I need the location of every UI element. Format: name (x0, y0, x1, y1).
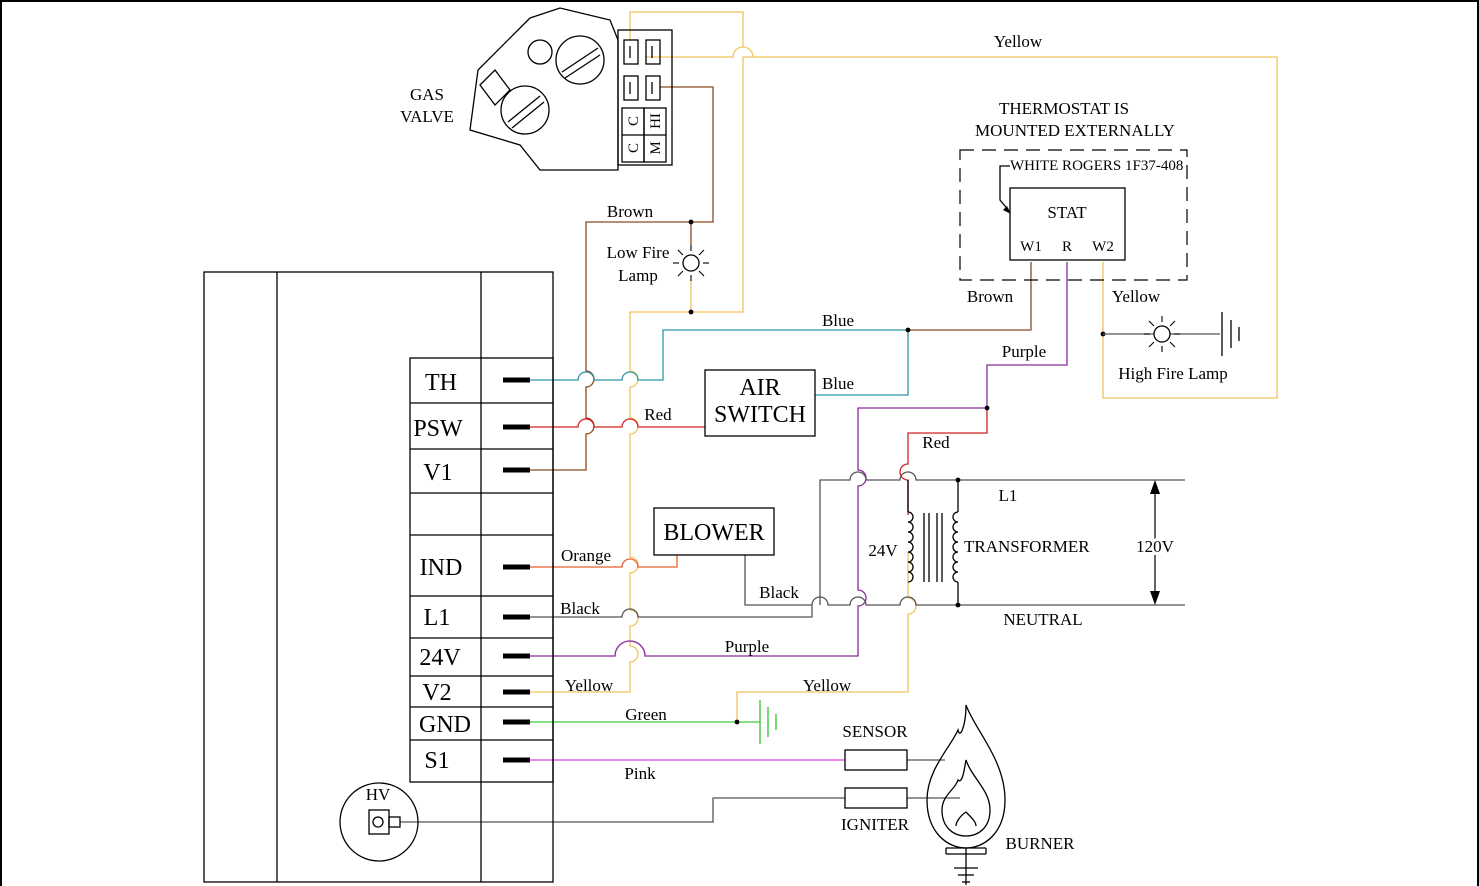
yellow-wire-top (629, 11, 1278, 399)
red-wire-transformer (899, 408, 988, 515)
valve-terminal-c2: C (626, 116, 642, 126)
wire-label-brown-valve: Brown (607, 202, 654, 221)
low-fire-lamp-label-2: Lamp (618, 266, 658, 285)
thermostat-model: WHITE ROGERS 1F37-408 (1010, 158, 1183, 174)
wire-label-black-l1: Black (560, 599, 600, 618)
wire-label-yellow-transformer: Yellow (803, 676, 852, 695)
neutral-label: NEUTRAL (1003, 610, 1082, 629)
high-fire-ground-icon (1221, 312, 1240, 356)
black-wire-l1 (530, 596, 958, 618)
high-fire-lamp-label: High Fire Lamp (1118, 364, 1228, 383)
stat-terminal-r: R (1062, 239, 1072, 255)
wire-label-purple-24v: Purple (725, 637, 769, 656)
line-l1-label: L1 (999, 486, 1018, 505)
yellow-wire-valve (645, 46, 754, 58)
brown-wire-v1 (530, 221, 691, 471)
purple-wire-stat (530, 262, 1068, 657)
terminal-psw: PSW (413, 416, 463, 442)
terminal-ind: IND (420, 555, 463, 581)
supply-voltage-label: 120V (1136, 537, 1175, 556)
low-fire-lamp-label-1: Low Fire (607, 243, 670, 262)
ground-icon (759, 700, 777, 744)
blue-wire-th (530, 329, 909, 396)
terminal-24v: 24V (419, 645, 461, 671)
igniter-label: IGNITER (841, 815, 910, 834)
valve-terminal-hi: HI (648, 113, 664, 129)
hv-label: HV (366, 785, 391, 804)
black-wire-blower (744, 555, 812, 606)
wire-label-red-transformer: Red (922, 433, 950, 452)
high-fire-lamp-icon (1144, 316, 1180, 352)
burner-label: BURNER (1006, 834, 1076, 853)
sensor-label: SENSOR (842, 722, 908, 741)
wire-label-purple-top: Purple (1002, 342, 1046, 361)
wire-label-red-psw: Red (644, 405, 672, 424)
wires (400, 11, 1278, 823)
thermostat-note-2: MOUNTED EXTERNALLY (975, 121, 1175, 140)
thermostat-enclosure (959, 149, 1188, 281)
burner-flame-icon (926, 704, 1006, 885)
low-fire-lamp-icon (673, 245, 709, 281)
terminal-s1: S1 (424, 748, 449, 774)
terminal-v1: V1 (423, 460, 452, 486)
stat-label: STAT (1047, 203, 1087, 222)
wire-label-yellow-stat: Yellow (1112, 287, 1161, 306)
transformer-24v-label: 24V (868, 541, 898, 560)
igniter-wire (400, 797, 845, 823)
stat-terminal-w2: W2 (1092, 239, 1114, 255)
stat-box (1009, 187, 1126, 261)
wire-label-blue-air: Blue (822, 374, 854, 393)
air-switch (704, 369, 816, 437)
wire-label-pink: Pink (624, 764, 656, 783)
terminal-l1: L1 (424, 605, 451, 631)
model-leader-arrow (1003, 206, 1011, 214)
hv-connector (339, 782, 419, 862)
terminal-spades (503, 377, 530, 763)
yellow-wire-lamp (690, 57, 744, 313)
red-wire-psw (530, 418, 705, 428)
black-wire-line (819, 471, 1185, 605)
brown-wire-stat (908, 262, 1032, 331)
yellow-wire-bus (530, 311, 691, 693)
valve-terminal-m: M (648, 141, 664, 154)
wire-label-black-blower: Black (759, 583, 799, 602)
terminal-th: TH (425, 370, 457, 396)
orange-wire (530, 555, 678, 568)
transformer-icon (907, 480, 959, 605)
wire-label-orange: Orange (561, 546, 611, 565)
control-module (203, 271, 554, 883)
transformer-label: TRANSFORMER (964, 537, 1090, 556)
yellow-wire-transformer (736, 552, 917, 720)
sensor (844, 749, 908, 771)
gas-valve-label-1: GAS (410, 85, 444, 104)
stat-terminal-w1: W1 (1020, 239, 1042, 255)
igniter (844, 787, 908, 809)
valve-terminal-c1: C (626, 143, 642, 153)
wire-label-blue-top: Blue (822, 311, 854, 330)
blower (653, 507, 775, 556)
gas-valve: C C M HI (469, 7, 673, 171)
wire-label-yellow-v2: Yellow (565, 676, 614, 695)
wire-label-brown-stat: Brown (967, 287, 1014, 306)
wire-label-green: Green (625, 705, 667, 724)
blower-label: BLOWER (663, 520, 764, 546)
air-switch-label-1: AIR (739, 375, 780, 401)
thermostat-note-1: THERMOSTAT IS (999, 99, 1129, 118)
wire-label-yellow-top: Yellow (994, 32, 1043, 51)
terminal-gnd: GND (419, 712, 471, 738)
junction-dots (688, 219, 1106, 725)
voltage-dimension-arrow (1150, 480, 1160, 605)
air-switch-label-2: SWITCH (714, 402, 806, 428)
model-leader-line (999, 165, 1011, 213)
brown-wire-valve (660, 86, 714, 245)
gas-valve-label-2: VALVE (400, 107, 454, 126)
terminal-v2: V2 (422, 680, 451, 706)
